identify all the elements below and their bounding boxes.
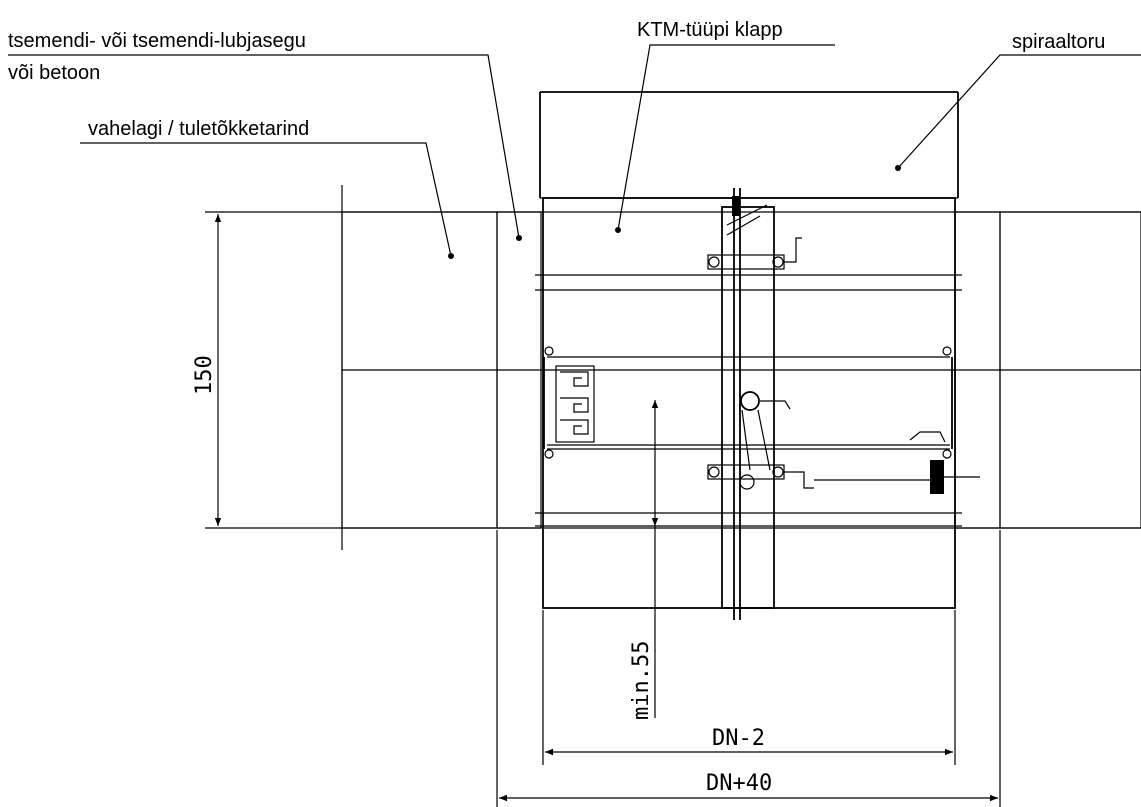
label-mortar-line2: või betoon xyxy=(8,62,100,84)
intumescent-seal xyxy=(555,365,595,443)
dimension-min-distance-text: min.55 xyxy=(629,641,654,720)
label-damper: KTM-tüüpi klapp xyxy=(637,19,783,41)
slab-reference-lines xyxy=(205,211,1141,529)
ceiling-slab xyxy=(341,185,1141,550)
damper-body xyxy=(535,197,962,609)
label-spiral-duct: spiraaltoru xyxy=(1012,31,1105,53)
spiral-duct xyxy=(539,91,959,199)
damper-blade xyxy=(721,188,775,620)
dimension-outer-text: DN+40 xyxy=(706,771,772,796)
label-ceiling: vahelagi / tuletõkketarind xyxy=(88,118,309,140)
dimension-outer xyxy=(496,530,1001,807)
dimension-inner-text: DN-2 xyxy=(712,726,765,751)
dimension-inner xyxy=(542,610,956,765)
release-mechanism xyxy=(707,237,980,494)
leader-lines xyxy=(8,44,1141,259)
dimension-height-text: 150 xyxy=(192,355,217,395)
label-mortar-line1: tsemendi- või tsemendi-lubjasegu xyxy=(8,30,306,52)
